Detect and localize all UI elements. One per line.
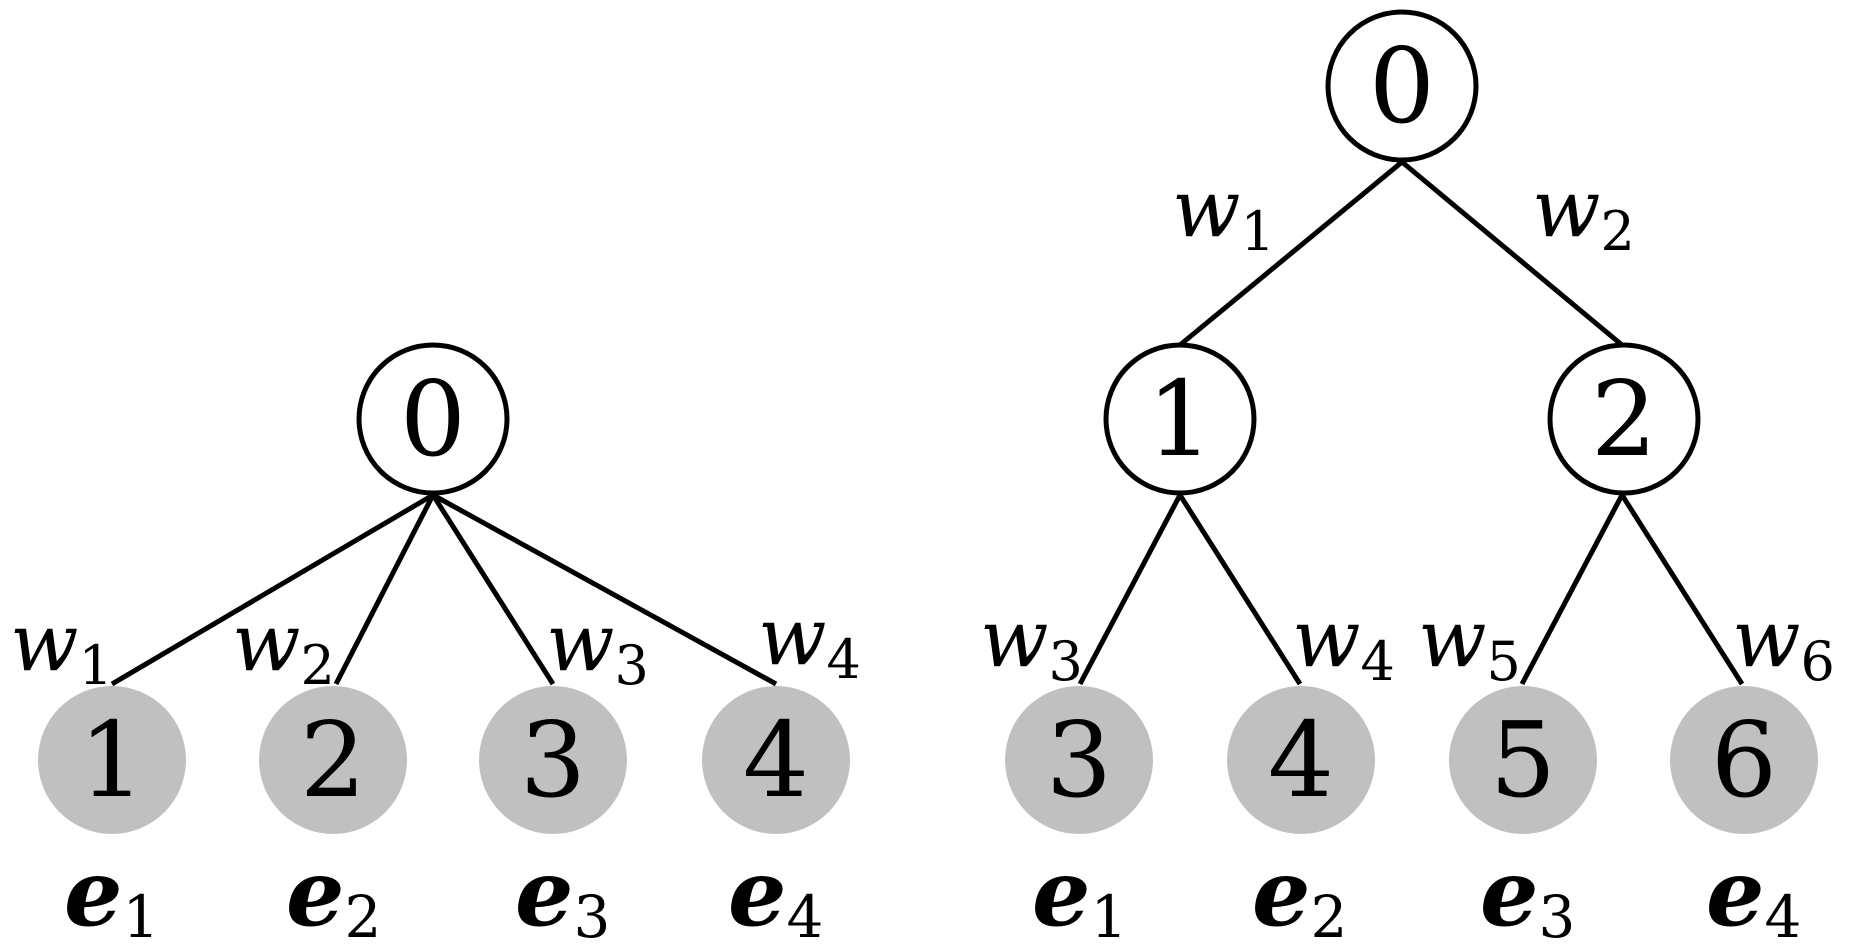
left-edge-root-leaf-4 (431, 492, 778, 687)
right-weight-3: w3 (980, 592, 1083, 693)
right-leaf-node-3: 3 (1005, 686, 1153, 834)
left-leaf-node-4: 4 (702, 686, 850, 834)
right-weight-6: w6 (1732, 592, 1835, 693)
right-edge-root-node-1 (1178, 160, 1404, 347)
left-leaf-2-label: 2 (300, 699, 366, 821)
left-root-node: 0 (356, 342, 510, 496)
right-leaf-6-label: 6 (1711, 699, 1777, 821)
left-weight-1: w1 (10, 596, 113, 697)
right-leaf-5-label: 5 (1490, 699, 1556, 821)
left-entity-3: e3 (515, 839, 610, 951)
left-leaf-node-2: 2 (259, 686, 407, 834)
left-root-label: 0 (400, 358, 466, 480)
right-leaf-4-label: 4 (1268, 699, 1334, 821)
right-entity-3: e3 (1480, 839, 1575, 951)
right-root-node: 0 (1325, 9, 1479, 163)
left-tree: 0 1 2 3 4 w1 w2 w3 w4 (10, 342, 861, 951)
left-leaf-1-label: 1 (79, 699, 145, 821)
left-weight-2: w2 (232, 596, 335, 697)
right-internal-2-label: 2 (1591, 358, 1657, 480)
left-edge-root-leaf-1 (110, 492, 435, 687)
right-edge-node-1-leaf-4 (1177, 493, 1303, 686)
right-leaf-node-5: 5 (1449, 686, 1597, 834)
left-leaf-node-1: 1 (38, 686, 186, 834)
right-internal-1-label: 1 (1147, 358, 1213, 480)
right-leaf-node-6: 6 (1670, 686, 1818, 834)
left-edge-root-leaf-2 (333, 493, 436, 686)
right-edge-root-node-2 (1400, 160, 1624, 347)
right-entity-2: e2 (1252, 839, 1347, 951)
right-entity-4: e4 (1706, 839, 1801, 951)
left-entity-1: e1 (64, 839, 159, 951)
right-weight-1: w1 (1172, 162, 1275, 263)
left-weight-4: w4 (758, 590, 861, 691)
left-leaf-4-label: 4 (743, 699, 809, 821)
right-root-label: 0 (1369, 25, 1435, 147)
right-edge-node-2-leaf-5 (1519, 493, 1625, 686)
right-leaf-node-4: 4 (1227, 686, 1375, 834)
right-edge-node-2-leaf-6 (1619, 493, 1745, 686)
left-entity-4: e4 (728, 839, 823, 951)
right-internal-node-2: 2 (1547, 342, 1701, 496)
left-edge-root-leaf-3 (430, 493, 556, 686)
right-weight-5: w5 (1418, 592, 1521, 693)
right-weight-2: w2 (1532, 162, 1635, 263)
right-weight-4: w4 (1292, 592, 1395, 693)
right-tree: 0 1 2 3 4 5 6 w1 (980, 9, 1835, 951)
left-leaf-node-3: 3 (479, 686, 627, 834)
right-entity-1: e1 (1032, 839, 1127, 951)
left-entity-2: e2 (286, 839, 381, 951)
left-weight-3: w3 (546, 596, 649, 697)
right-internal-node-1: 1 (1103, 342, 1257, 496)
right-leaf-3-label: 3 (1046, 699, 1112, 821)
left-leaf-3-label: 3 (520, 699, 586, 821)
right-edge-node-1-leaf-3 (1077, 493, 1183, 686)
